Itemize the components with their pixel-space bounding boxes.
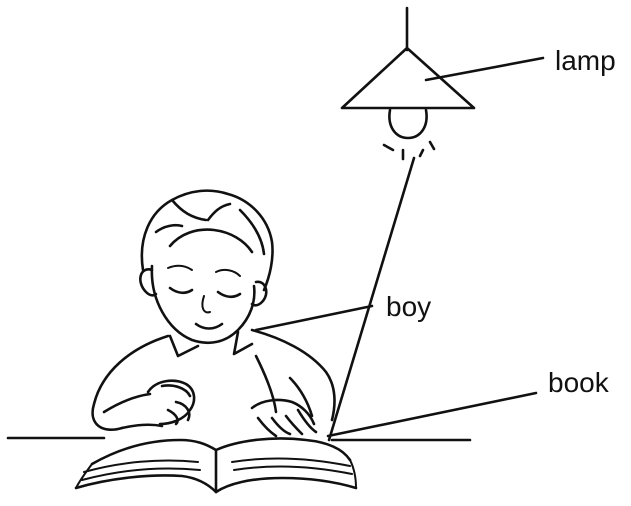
light-bulb — [389, 110, 426, 138]
book-leader-line — [328, 393, 536, 436]
boy-mouth — [196, 324, 222, 329]
boy-sweater — [93, 330, 335, 430]
boy — [93, 191, 335, 436]
light-rays — [384, 142, 434, 159]
lamp-label: lamp — [555, 45, 616, 76]
boy-left-hand — [122, 381, 194, 428]
lamp-leader-line — [426, 58, 543, 80]
boy-leader-line — [256, 306, 372, 330]
lamp — [342, 8, 474, 159]
boy-eyes — [170, 288, 240, 297]
boy-right-hand — [252, 356, 316, 436]
book-right-page — [216, 438, 350, 460]
lamp-shade — [342, 48, 474, 108]
boy-hair — [142, 191, 273, 290]
book — [76, 438, 356, 492]
book-label: book — [548, 367, 610, 398]
boy-label: boy — [386, 291, 431, 322]
table-edge — [8, 438, 470, 440]
